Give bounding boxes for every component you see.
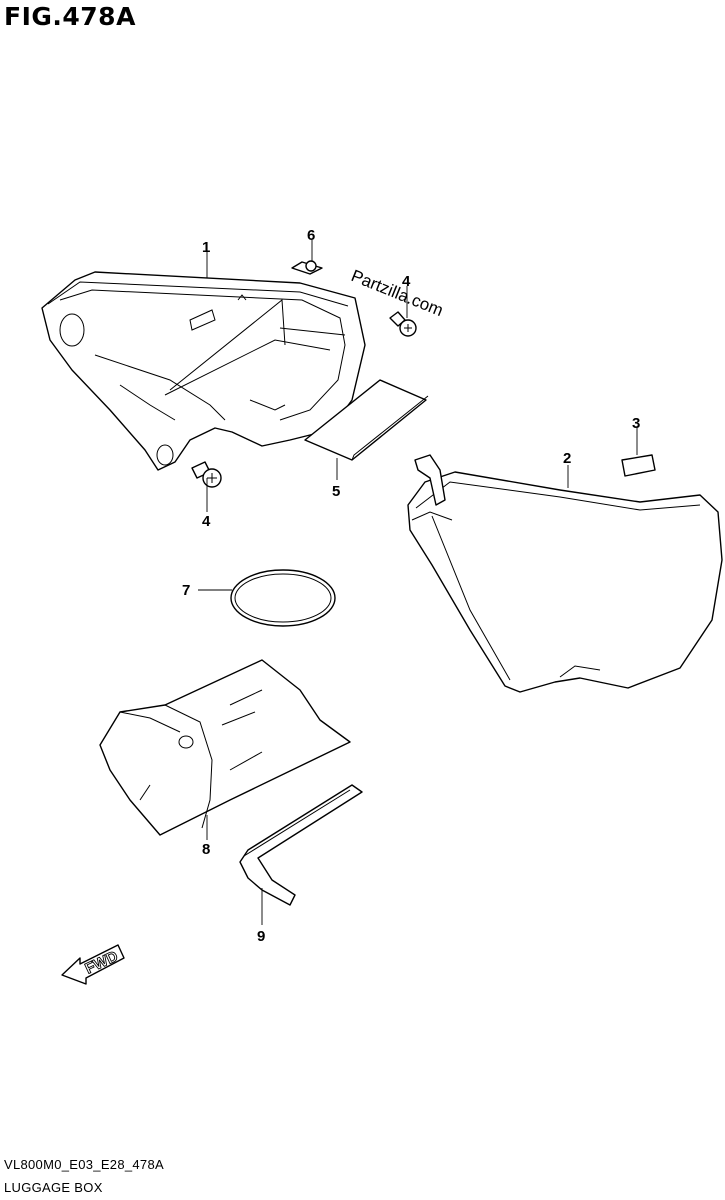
callout-9: 9 — [257, 928, 265, 945]
part-4-bolt-upper[interactable] — [389, 311, 417, 337]
part-1-luggage-box[interactable] — [41, 271, 366, 471]
callout-6: 6 — [307, 227, 315, 244]
callout-7: 7 — [182, 582, 190, 599]
callout-4-upper: 4 — [402, 273, 411, 290]
callout-3: 3 — [632, 415, 640, 432]
fwd-label: FWD — [83, 948, 121, 978]
figure-code: VL800M0_E03_E28_478A — [4, 1157, 164, 1172]
part-8-tool-bag[interactable] — [99, 659, 351, 836]
figure-name: LUGGAGE BOX — [4, 1180, 103, 1195]
part-9-hex-wrench[interactable] — [239, 784, 363, 906]
part-2-frame-cover[interactable] — [407, 454, 723, 693]
fwd-direction-arrow: FWD — [61, 944, 125, 985]
part-4-bolt-lower[interactable] — [191, 461, 222, 488]
leader-lines — [198, 240, 638, 925]
callout-2: 2 — [563, 450, 571, 467]
figure-title: FIG.478A — [4, 2, 136, 31]
part-6-nut[interactable] — [291, 260, 323, 275]
callout-4-lower: 4 — [202, 513, 211, 530]
part-5-mat[interactable] — [304, 379, 429, 461]
part-3-pad[interactable] — [621, 454, 656, 477]
part-7-ring[interactable] — [230, 569, 336, 627]
callout-1: 1 — [202, 239, 210, 256]
callout-5: 5 — [332, 483, 340, 500]
callout-8: 8 — [202, 841, 210, 858]
